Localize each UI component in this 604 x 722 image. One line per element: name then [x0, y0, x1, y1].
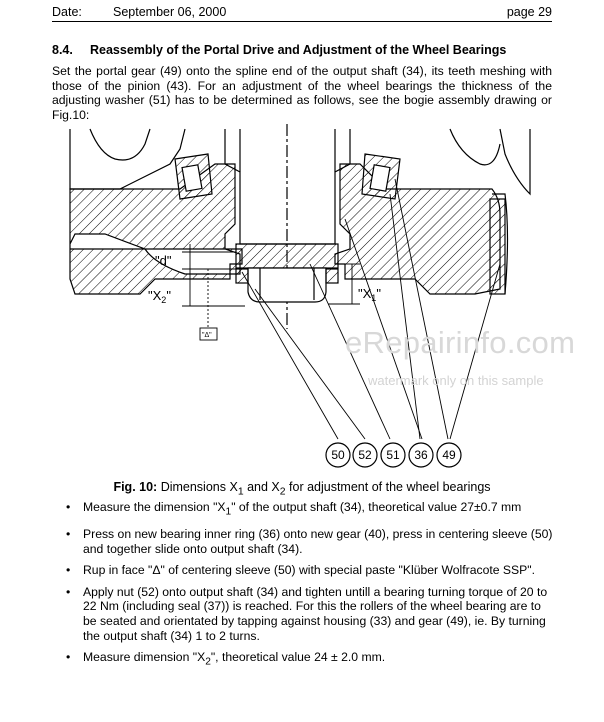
callout-label-49: 49 [442, 448, 456, 462]
list-item: Measure dimension "X2", theoretical valu… [66, 650, 556, 670]
section-number: 8.4. [52, 43, 73, 57]
delta-box [199, 327, 218, 341]
date-value: September 06, 2000 [113, 5, 227, 19]
callout-label-51: 51 [386, 448, 400, 462]
dimension-x2-label: "X2" [148, 288, 171, 305]
list-item: Press on new bearing inner ring (36) ont… [66, 527, 556, 556]
caption-label: Fig. 10: [113, 480, 158, 494]
dimension-x1-label: "X1" [358, 286, 381, 303]
watermark-main: eRepairinfo.com [345, 325, 576, 360]
watermark-sub: watermark only on this sample [368, 373, 544, 388]
callout-52 [352, 442, 378, 468]
instruction-list: Measure the dimension "X1" of the output… [66, 500, 556, 677]
dimension-d-label: "d" [155, 253, 172, 268]
page-number: page 29 [506, 5, 552, 19]
list-item: Rup in face "Δ" of centering sleeve (50)… [66, 563, 556, 578]
callout-36 [408, 442, 434, 468]
section-heading: 8.4. Reassembly of the Portal Drive and A… [52, 43, 506, 57]
intro-paragraph: Set the portal gear (49) onto the spline… [52, 64, 552, 122]
callout-50 [325, 442, 351, 468]
list-item: Measure the dimension "X1" of the output… [66, 500, 556, 520]
callout-51 [380, 442, 406, 468]
callout-label-50: 50 [331, 448, 345, 462]
figure-caption: Fig. 10: Dimensions X1 and X2 for adjust… [113, 480, 491, 498]
page-header: Date: September 06, 2000 page 29 [52, 3, 552, 22]
date-label: Date: [52, 5, 82, 19]
callout-49 [436, 442, 462, 468]
delta-box-label: "Δ" [202, 332, 212, 339]
list-item: Apply nut (52) onto output shaft (34) an… [66, 585, 556, 643]
callout-label-36: 36 [414, 448, 428, 462]
callout-label-52: 52 [358, 448, 372, 462]
bearing-assembly-drawing: "d" "X2" "X1" "Δ" 50 52 51 36 49 [69, 124, 531, 468]
section-title: Reassembly of the Portal Drive and Adjus… [90, 43, 507, 57]
